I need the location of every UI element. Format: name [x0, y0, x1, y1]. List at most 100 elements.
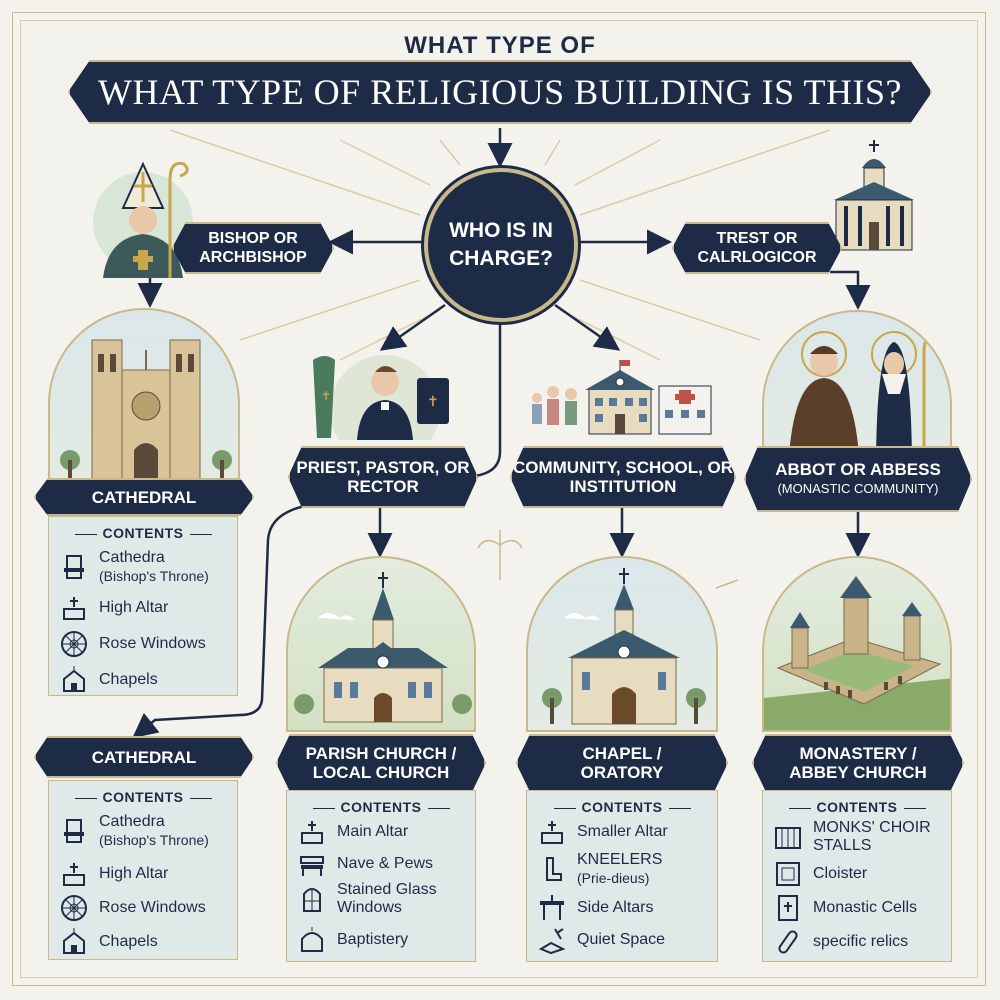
cell-icon: [773, 893, 803, 923]
rose-window-icon: [59, 629, 89, 659]
list-item: Rose Windows: [59, 893, 231, 923]
building-parish: PARISH CHURCH / LOCAL CHURCH: [276, 734, 486, 792]
monastery-contents: CONTENTS MONKS' CHOIR STALLS Cloister Mo…: [762, 790, 952, 962]
contents-heading: CONTENTS: [763, 799, 951, 815]
item-text: Side Altars: [577, 899, 654, 916]
community-illustration: [532, 360, 712, 435]
item-text: High Altar: [99, 865, 169, 882]
item-text: Monastic Cells: [813, 899, 918, 916]
list-item: Baptistery: [297, 925, 469, 955]
abbot-line-1: ABBOT OR ABBESS: [775, 460, 941, 479]
leader-bishop: BISHOP OR ARCHBISHOP: [172, 222, 334, 274]
contents-heading: CONTENTS: [49, 525, 237, 541]
item-text: Quiet Space: [577, 931, 666, 948]
item-text: Cathedra: [99, 813, 165, 830]
svg-text:✝: ✝: [321, 389, 331, 403]
pew-icon: [297, 849, 327, 879]
chapel-contents: CONTENTS Smaller Altar KNEELERS(Prie-die…: [526, 790, 718, 962]
chapel-icon: [59, 927, 89, 957]
cathedral-top-arch: [48, 308, 240, 486]
center-question-node: WHO IS IN CHARGE?: [424, 168, 578, 322]
page-frame-inner: [20, 20, 978, 978]
chapel-name-line-1: CHAPEL /: [582, 744, 662, 763]
altar-icon: [59, 859, 89, 889]
chapel-name: CHAPEL / ORATORY: [581, 744, 664, 782]
throne-icon: [59, 552, 89, 582]
throne-icon: [59, 816, 89, 846]
leader-abbot: ABBOT OR ABBESS (MONASTIC COMMUNITY): [744, 446, 972, 512]
parish-contents: CONTENTS Main Altar Nave & Pews Stained …: [286, 790, 476, 962]
item-text: Rose Windows: [99, 899, 206, 916]
list-item: Chapels: [59, 927, 231, 957]
item-text: Baptistery: [337, 931, 409, 948]
choir-stalls-icon: [773, 822, 803, 852]
list-item: Nave & Pews: [297, 849, 469, 879]
leader-trest: TREST OR CALRLOGICOR: [672, 222, 842, 274]
parish-name-line-2: LOCAL CHURCH: [312, 763, 450, 782]
item-text: Nave & Pews: [337, 855, 434, 872]
monastery-name: MONASTERY / ABBEY CHURCH: [789, 744, 927, 782]
leader-community-label: COMMUNITY, SCHOOL, OR INSTITUTION: [512, 458, 734, 496]
leader-priest: PRIEST, PASTOR, OR RECTOR: [288, 446, 478, 508]
building-cathedral-top: CATHEDRAL: [34, 478, 254, 516]
list-item: Rose Windows: [59, 629, 231, 659]
church-facade-illustration: [834, 140, 914, 251]
item-text: Chapels: [99, 671, 158, 688]
contents-heading: CONTENTS: [527, 799, 717, 815]
item-text: Rose Windows: [99, 635, 206, 652]
contents-heading: CONTENTS: [49, 789, 237, 805]
bishop-illustration: [93, 161, 193, 278]
list-item: Monastic Cells: [773, 893, 945, 923]
leader-priest-label: PRIEST, PASTOR, OR RECTOR: [296, 458, 470, 496]
page-frame-outer: [12, 12, 986, 986]
parish-name: PARISH CHURCH / LOCAL CHURCH: [306, 744, 457, 782]
item-text: Main Altar: [337, 823, 409, 840]
cathedral-illustration: [60, 339, 232, 481]
altar-icon: [297, 817, 327, 847]
item-text: specific relics: [813, 933, 909, 950]
list-item: Main Altar: [297, 817, 469, 847]
page-title: WHAT TYPE OF RELIGIOUS BUILDING IS THIS?: [68, 60, 932, 124]
monastery-illustration: [764, 576, 950, 730]
item-text: High Altar: [99, 599, 169, 616]
building-monastery: MONASTERY / ABBEY CHURCH: [752, 734, 964, 792]
title-kicker: WHAT TYPE OF: [360, 28, 640, 64]
svg-text:✝: ✝: [427, 393, 439, 409]
quiet-space-icon: [537, 925, 567, 955]
priest-illustration: ✝ ✝: [313, 355, 449, 440]
item-text: Chapels: [99, 933, 158, 950]
building-chapel: CHAPEL / ORATORY: [516, 734, 728, 792]
list-item: Cloister: [773, 859, 945, 889]
list-item: High Altar: [59, 859, 231, 889]
list-item: Stained Glass Windows: [297, 881, 469, 917]
cathedral-top-name: CATHEDRAL: [91, 487, 197, 507]
cathedral-bottom-name: CATHEDRAL: [91, 747, 197, 767]
list-item: Cathedra(Bishop's Throne): [59, 813, 231, 849]
baptistery-icon: [297, 925, 327, 955]
item-text: KNEELERS: [577, 851, 663, 868]
building-cathedral-bottom: CATHEDRAL: [34, 736, 254, 778]
abbot-illustration: [788, 331, 940, 468]
abbot-arch: [762, 310, 952, 470]
parish-church-illustration: [294, 572, 472, 723]
parish-name-line-1: PARISH CHURCH /: [305, 744, 457, 763]
leader-trest-label: TREST OR CALRLOGICOR: [697, 230, 817, 266]
list-item: Chapels: [59, 665, 231, 695]
list-item: Smaller Altar: [537, 817, 711, 847]
chapel-illustration: [542, 568, 706, 725]
monastery-arch: [762, 556, 952, 732]
leader-abbot-label: ABBOT OR ABBESS (MONASTIC COMMUNITY): [775, 460, 941, 498]
item-text: Cloister: [813, 865, 868, 882]
center-question-text: WHO IS IN CHARGE?: [449, 219, 553, 270]
chapel-icon: [59, 665, 89, 695]
side-altar-icon: [537, 893, 567, 923]
altar-icon: [537, 817, 567, 847]
cathedral-top-contents: CONTENTS Cathedra(Bishop's Throne) High …: [48, 516, 238, 696]
item-subtext: (Bishop's Throne): [99, 568, 209, 584]
chapel-name-line-2: ORATORY: [580, 763, 664, 782]
cathedral-bottom-contents: CONTENTS Cathedra(Bishop's Throne) High …: [48, 780, 238, 960]
cloister-icon: [773, 859, 803, 889]
monastery-name-line-2: ABBEY CHURCH: [789, 763, 927, 782]
relic-icon: [773, 927, 803, 957]
